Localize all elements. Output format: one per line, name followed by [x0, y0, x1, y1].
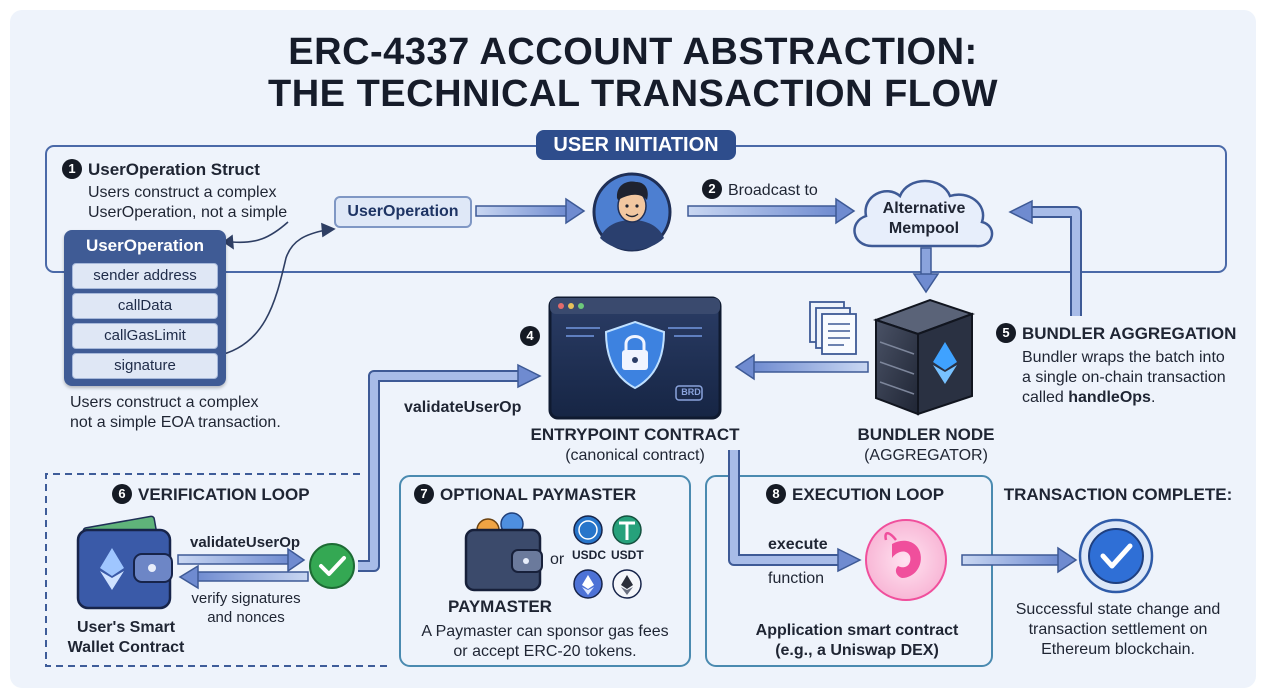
arrow-bundler-aggregation-loop: [1008, 199, 1082, 316]
userop-card: UserOperation sender address callData ca…: [64, 230, 226, 386]
complete-title: TRANSACTION COMPLETE:: [1003, 485, 1233, 504]
card-caption-line1: Users construct a complex: [70, 394, 259, 411]
token-eth-blue-icon: [573, 569, 603, 599]
token-usdt-label: USDT: [611, 548, 644, 562]
userop-field-calldata: callData: [72, 293, 218, 319]
step8-number: 8: [766, 483, 786, 504]
userop-pill: UserOperation: [334, 196, 472, 228]
step1-number: 1: [62, 158, 82, 179]
userop-field-signature: signature: [72, 353, 218, 379]
token-usdc-label: USDC: [572, 548, 607, 562]
step5-title: BUNDLER AGGREGATION: [1022, 324, 1237, 343]
verification-verify-line1: verify signatures: [191, 590, 301, 607]
wallet-label-line2: Wallet Contract: [67, 639, 185, 656]
paymaster-name: PAYMASTER: [448, 597, 552, 616]
entrypoint-validate-label: validateUserOp: [404, 399, 522, 416]
step2-text: Broadcast to: [728, 182, 818, 200]
bundler-subtitle: (AGGREGATOR): [864, 447, 988, 464]
step7-title: OPTIONAL PAYMASTER: [440, 485, 637, 504]
verification-loop-frame: [45, 473, 388, 667]
title-line-1: ERC-4337 ACCOUNT ABSTRACTION:: [288, 31, 978, 73]
complete-desc-line2: transaction settlement on: [1028, 621, 1208, 638]
verification-check-icon: [309, 543, 355, 589]
step6-heading: 6 VERIFICATION LOOP: [112, 483, 310, 506]
step5-handleops: handleOps: [1068, 389, 1151, 406]
step6-title: VERIFICATION LOOP: [138, 485, 310, 504]
paymaster-desc-line1: A Paymaster can sponsor gas fees: [421, 623, 669, 640]
step8-heading: 8 EXECUTION LOOP: [766, 483, 945, 506]
step5-desc-line3-suffix: .: [1150, 389, 1156, 406]
verification-validate-label: validateUserOp: [190, 534, 301, 551]
mempool-line2: Mempool: [888, 220, 960, 237]
bundler-server-icon: [872, 298, 976, 416]
step5-desc-line3-prefix: called: [1022, 389, 1069, 406]
entrypoint-badge: BRD: [681, 387, 701, 397]
arrow-verification-to-entrypoint: [358, 363, 542, 572]
step1-heading: 1 UserOperation Struct: [62, 158, 260, 181]
entrypoint-subtitle: (canonical contract): [565, 447, 705, 464]
complete-desc-line1: Successful state change and: [1015, 601, 1221, 618]
step7-number: 7: [414, 483, 434, 504]
step5-desc-line3: called handleOps.: [1022, 388, 1155, 408]
connector-struct-to-card: [215, 221, 336, 357]
user-initiation-label: USER INITIATION: [536, 130, 736, 160]
step1-desc-line2: UserOperation, not a simple: [88, 204, 288, 221]
app-label-line1: Application smart contract: [755, 622, 959, 639]
userop-field-callgaslimit: callGasLimit: [72, 323, 218, 349]
step5-desc-line1: Bundler wraps the batch into: [1022, 349, 1225, 366]
execution-loop-frame: [705, 475, 993, 667]
step2-label: 2 Broadcast to: [702, 179, 818, 201]
entrypoint-title: ENTRYPOINT CONTRACT: [530, 425, 740, 444]
function-label: function: [768, 570, 825, 587]
transaction-complete-icon: [1078, 518, 1154, 594]
token-usdt-icon: [612, 515, 642, 545]
paymaster-wallet-icon: [464, 512, 543, 592]
app-label-line2: (e.g., a Uniswap DEX): [775, 642, 939, 659]
arrow-user-to-mempool: [687, 197, 856, 225]
entrypoint-step-number-wrap: 4: [520, 326, 546, 348]
arrow-bundler-to-entrypoint: [734, 353, 869, 381]
arrow-execution-to-complete: [961, 546, 1078, 574]
step6-number: 6: [112, 483, 132, 504]
paymaster-desc-line2: or accept ERC-20 tokens.: [453, 643, 637, 660]
step5-desc-line2: a single on-chain transaction: [1022, 369, 1226, 386]
arrow-check-to-wallet: [178, 564, 309, 590]
entrypoint-contract-icon: [548, 296, 722, 420]
userop-card-title: UserOperation: [85, 236, 205, 255]
verification-verify-line2: and nonces: [207, 609, 285, 626]
documents-icon: [809, 301, 857, 355]
title-line-2: THE TECHNICAL TRANSACTION FLOW: [268, 73, 998, 115]
uniswap-app-icon: [865, 519, 947, 601]
execute-label: execute: [768, 536, 828, 553]
arrow-wallet-to-check: [177, 547, 306, 573]
userop-field-sender: sender address: [72, 263, 218, 289]
step8-title: EXECUTION LOOP: [792, 485, 945, 504]
paymaster-or-label: or: [550, 551, 565, 568]
step5-heading: 5 BUNDLER AGGREGATION: [996, 322, 1237, 345]
mempool-line1: Alternative: [882, 200, 966, 217]
step1-desc-line1: Users construct a complex: [88, 184, 277, 201]
arrow-mempool-to-bundler: [912, 247, 940, 294]
mempool-cloud-icon: [853, 179, 994, 248]
bundler-title: BUNDLER NODE: [857, 425, 995, 444]
complete-desc-line3: Ethereum blockchain.: [1041, 641, 1195, 658]
arrow-entrypoint-to-execution: [728, 450, 862, 573]
wallet-label-line1: User's Smart: [76, 619, 176, 636]
token-usdc-icon: [573, 515, 603, 545]
arrow-userop-to-user: [475, 197, 586, 225]
card-caption-line2: not a simple EOA transaction.: [70, 414, 281, 431]
token-eth-grey-icon: [612, 569, 642, 599]
step4-number: 4: [520, 326, 540, 346]
paymaster-frame: [399, 475, 691, 667]
user-avatar-icon: [592, 172, 672, 252]
step7-heading: 7 OPTIONAL PAYMASTER: [414, 483, 637, 506]
step2-number: 2: [702, 179, 722, 199]
smart-wallet-icon: [76, 515, 173, 610]
step1-title: UserOperation Struct: [88, 160, 260, 179]
step5-number: 5: [996, 322, 1016, 343]
